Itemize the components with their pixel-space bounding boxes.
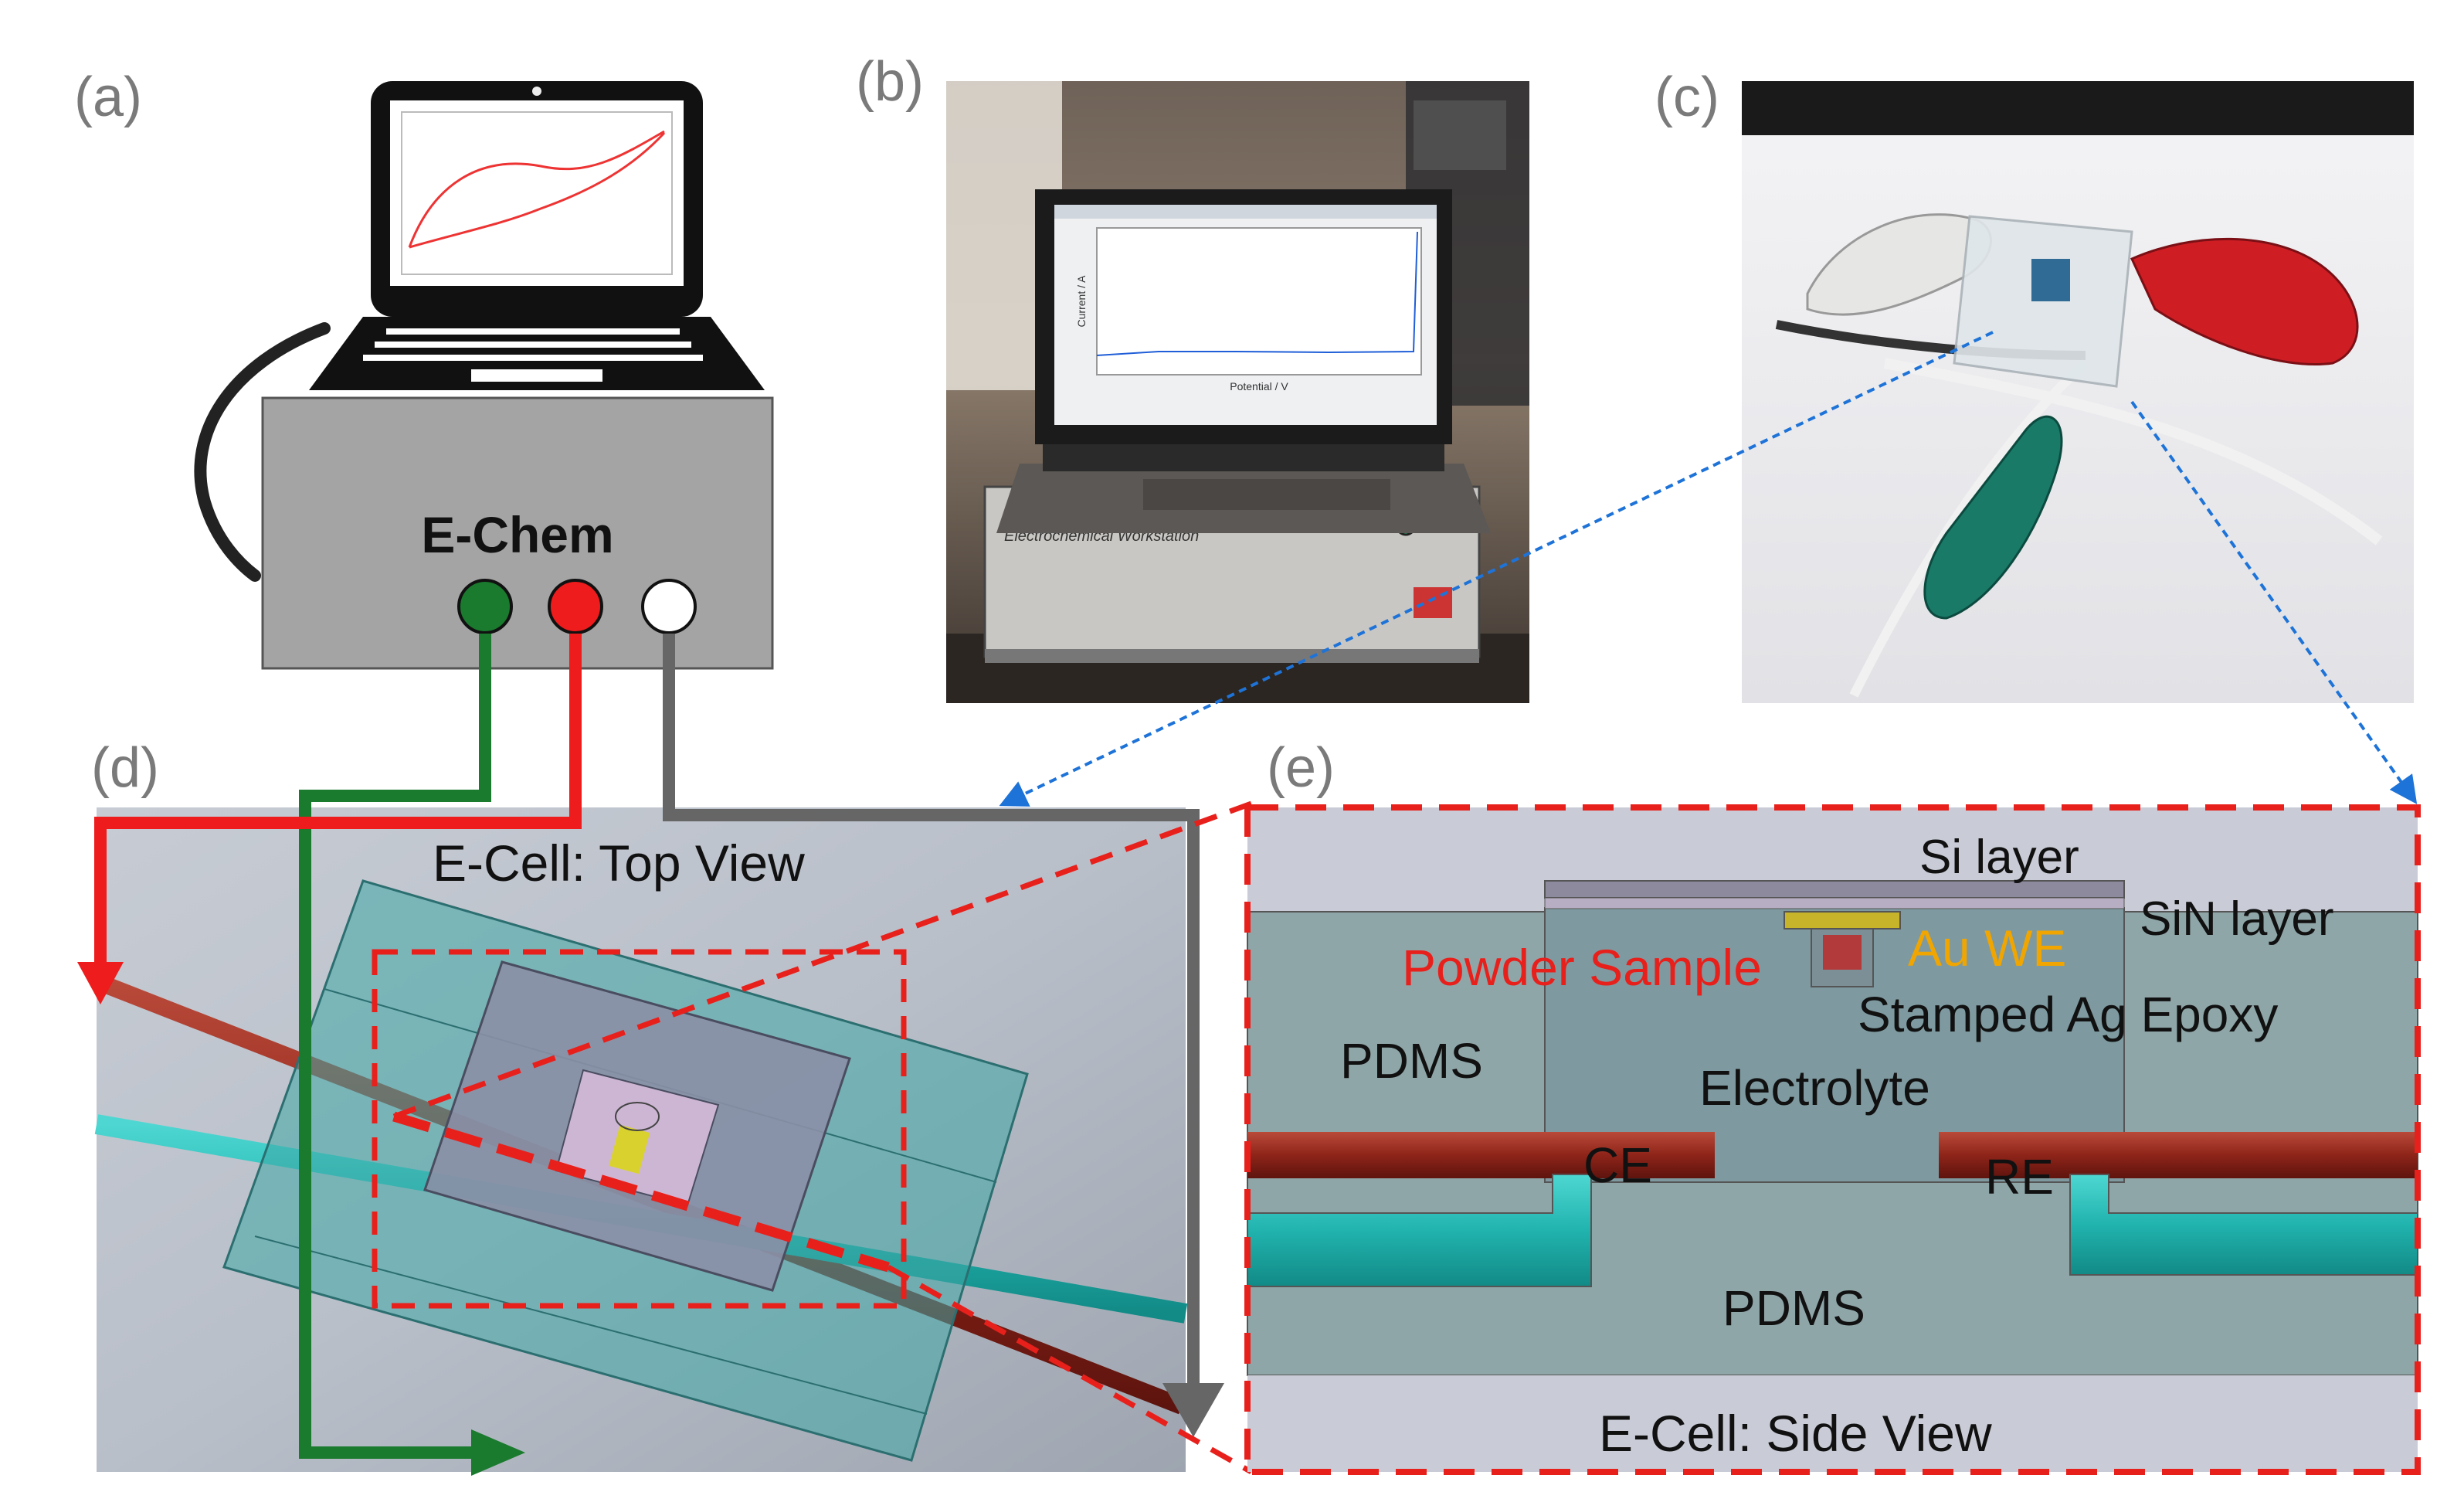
powder-sample-label: Powder Sample — [1402, 939, 1762, 996]
green-clip — [1923, 415, 2063, 620]
screen-ylabel: Current / A — [1075, 275, 1088, 328]
sin-layer — [1544, 897, 2125, 909]
electrolyte-label: Electrolyte — [1699, 1060, 1930, 1116]
panel-d-label: (d) — [91, 737, 159, 799]
red-clip — [2130, 237, 2359, 366]
green-wire — [299, 634, 494, 1459]
re-tube — [1939, 1132, 2418, 1178]
red-arrowhead — [77, 962, 124, 1004]
topview-cut-line — [392, 1111, 890, 1273]
green-arrowhead — [471, 1429, 525, 1476]
connection-wires — [77, 634, 1253, 1476]
sideview-dashed-frame — [1244, 804, 2421, 1475]
potentiostat-box: E-Chem — [261, 396, 774, 670]
au-we-pad — [1784, 911, 1901, 930]
echem-label: E-Chem — [421, 506, 613, 563]
towel-photo-bg — [1742, 81, 2414, 703]
laptop-cable — [194, 322, 331, 582]
ce-tube — [1247, 1132, 1715, 1178]
laptop-keyboard — [363, 328, 703, 361]
right-cyan-tube — [2069, 1174, 2418, 1276]
sideview-title: E-Cell: Side View — [1599, 1405, 1992, 1462]
pdms-bottom-label: PDMS — [1722, 1280, 1865, 1336]
laptop-icon — [309, 81, 765, 390]
zoom-line-bottom — [887, 1264, 1253, 1475]
epoxy-label: Stamped Ag Epoxy — [1858, 987, 2278, 1042]
pdms-top-label: PDMS — [1340, 1033, 1483, 1089]
green-terminal — [457, 579, 513, 634]
panel-a-label: (a) — [74, 66, 142, 128]
si-layer-label: Si layer — [1919, 831, 2079, 884]
topview-title: E-Cell: Top View — [433, 834, 805, 892]
laptop-cv-curve — [408, 130, 666, 249]
red-terminal — [548, 579, 603, 634]
au-we-label: Au WE — [1908, 919, 2066, 977]
topview-zoom-box — [372, 949, 907, 1309]
red-wire — [94, 634, 582, 977]
gray-wire — [663, 634, 1200, 1406]
panel-c: (c) — [1655, 66, 2414, 703]
re-label: RE — [1985, 1149, 2054, 1205]
panel-e: Si layer SiN layer Au WE Powder Sample S… — [1244, 737, 2421, 1475]
pointer-arrow-to-e — [2130, 400, 2418, 804]
panel-b: (b) Electrochemical Workstation Potentia… — [856, 51, 1529, 703]
ce-label: CE — [1583, 1137, 1652, 1193]
pointer-arrow-to-d — [999, 331, 1994, 807]
gray-arrowhead — [1162, 1383, 1224, 1437]
panel-a: (a) E-Chem — [74, 66, 774, 670]
panel-c-label: (c) — [1655, 66, 1719, 128]
panel-e-label: (e) — [1267, 737, 1335, 799]
panel-b-label: (b) — [856, 51, 924, 113]
white-terminal — [641, 579, 697, 634]
powder-sample — [1823, 935, 1862, 970]
sin-layer-label: SiN layer — [2140, 892, 2334, 946]
screen-xlabel: Potential / V — [1230, 380, 1288, 393]
panel-d: E-Cell: Top View (d) — [91, 737, 1188, 1472]
zoom-line-top — [392, 800, 1253, 1120]
